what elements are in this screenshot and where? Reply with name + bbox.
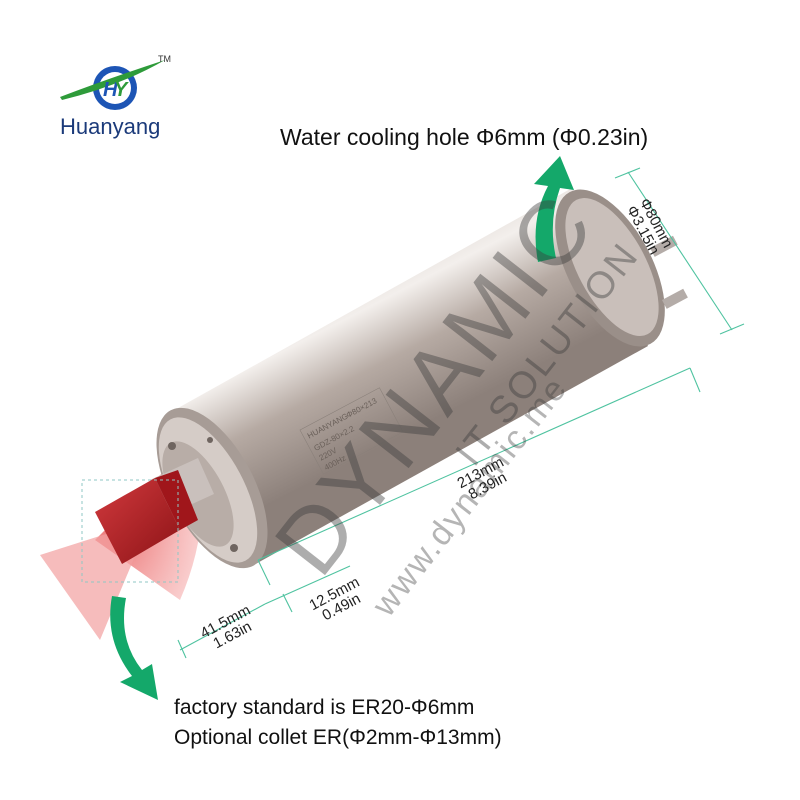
water-cooling-note: Water cooling hole Φ6mm (Φ0.23in) (280, 124, 649, 150)
collet-arrow-icon (110, 596, 158, 700)
huanyang-logo-icon: H Y (60, 60, 165, 110)
trademark-mark: TM (158, 54, 171, 64)
water-cooling-arrow-icon (534, 156, 574, 262)
collet-outline (81, 479, 179, 583)
collet-note-standard: factory standard is ER20-Φ6mm (174, 696, 475, 719)
collet-nut (95, 470, 198, 564)
collet-note-optional: Optional collet ER(Φ2mm-Φ13mm) (174, 726, 502, 749)
dimension-lines (177, 167, 745, 659)
svg-text:H: H (103, 79, 118, 101)
svg-text:Y: Y (114, 79, 129, 101)
brand-name: Huanyang (60, 114, 161, 139)
